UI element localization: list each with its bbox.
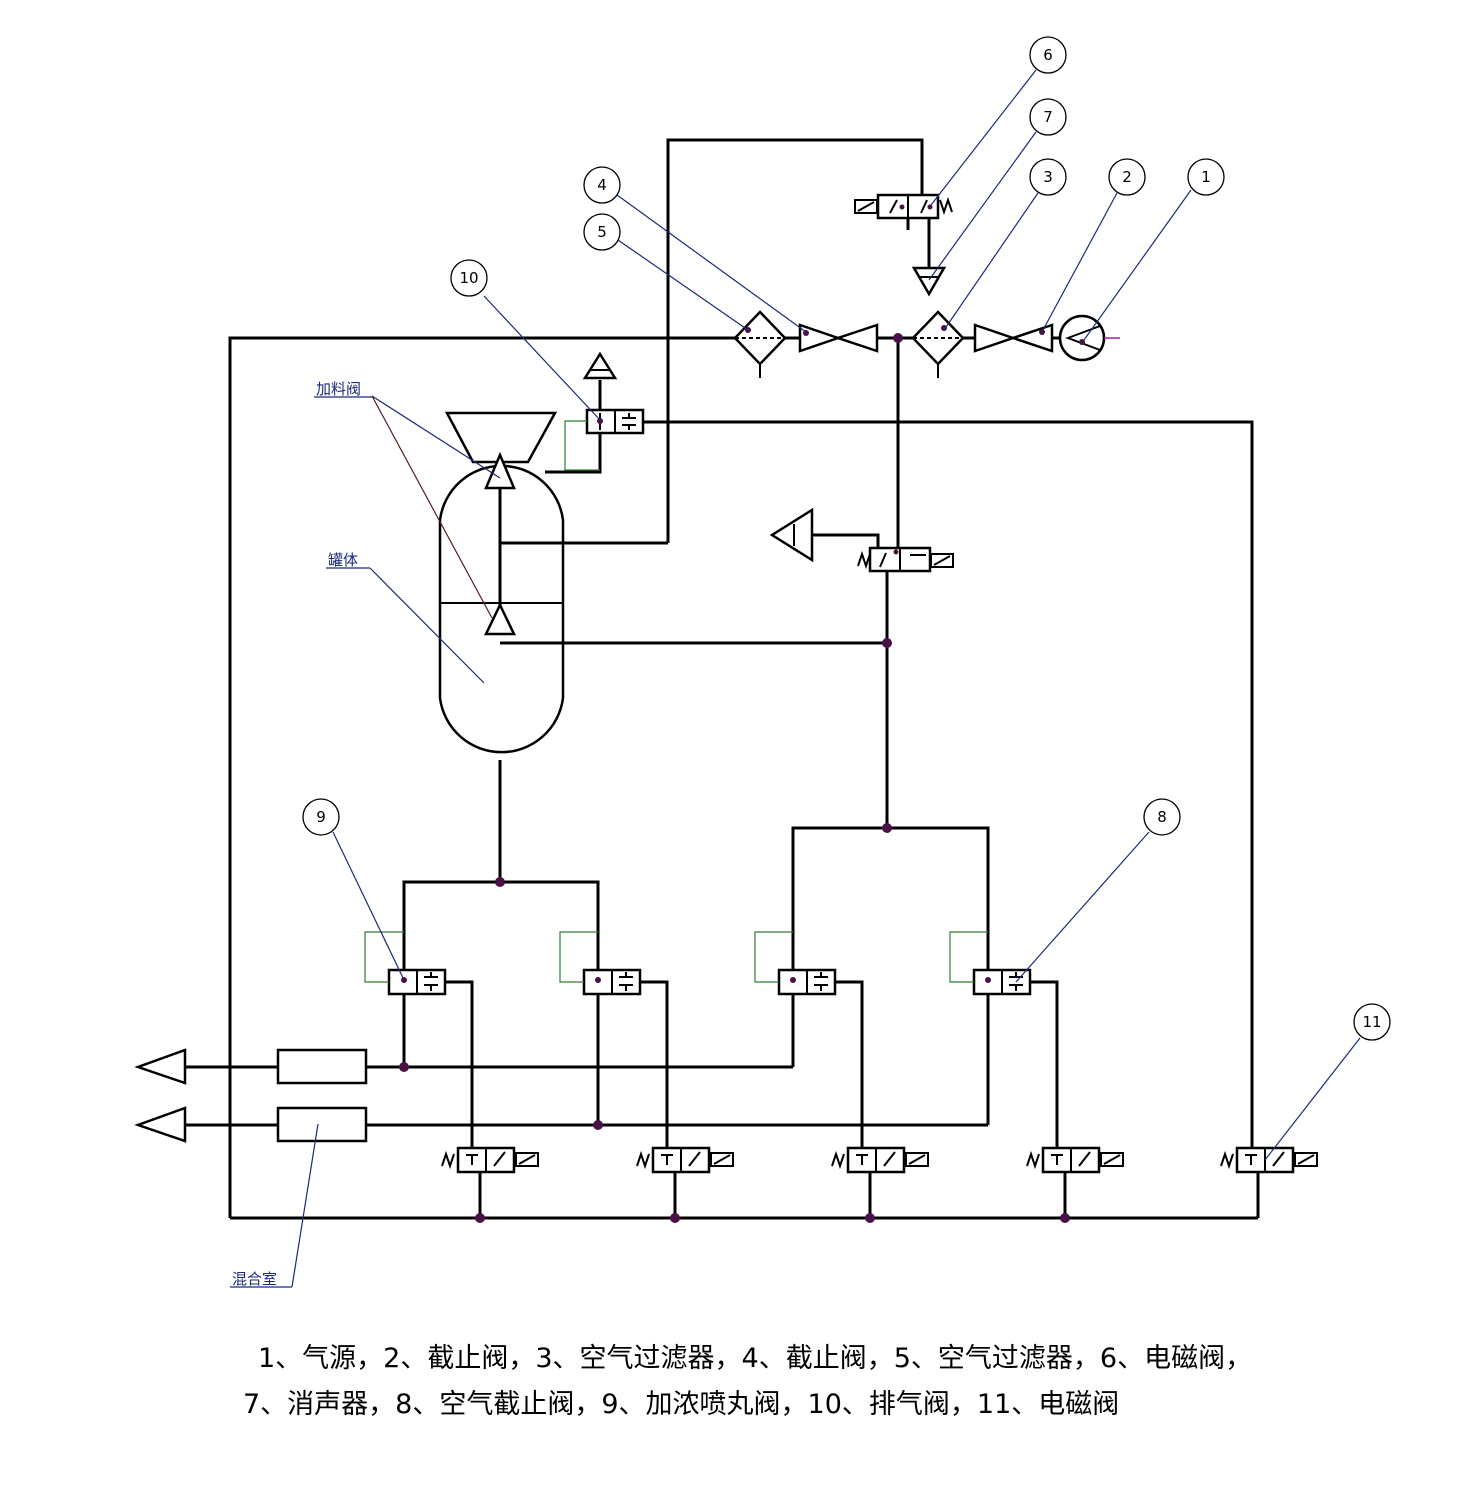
tag-7: 7	[1029, 98, 1067, 136]
svg-text:10: 10	[459, 269, 478, 287]
process-valve-b-symbol	[559, 931, 642, 996]
process-valve-9-symbol	[364, 931, 447, 996]
stop-valve-2-symbol	[973, 323, 1054, 353]
svg-text:2: 2	[1122, 168, 1132, 186]
stop-valve-4-symbol	[798, 323, 879, 353]
tag-6: 6	[1029, 36, 1067, 74]
tag-2: 2	[1108, 158, 1146, 196]
air-stop-valve-8-symbol	[949, 931, 1032, 996]
tag-5: 5	[583, 213, 621, 251]
svg-text:7: 7	[1043, 108, 1053, 126]
center-solenoid-valve-symbol	[769, 507, 954, 573]
muffler-7-symbol	[911, 266, 947, 297]
junction-nodes	[399, 333, 1070, 1223]
svg-text:1: 1	[1201, 168, 1211, 186]
solenoid-valve-6-symbol	[854, 193, 953, 220]
tag-10: 10	[450, 259, 488, 297]
bottom-solenoid-valve-a-symbol	[441, 1146, 539, 1174]
air-filter-5-symbol	[733, 310, 787, 378]
hopper-symbol	[444, 411, 558, 464]
tag-4: 4	[583, 166, 621, 204]
svg-text:8: 8	[1157, 808, 1167, 826]
tag-11: 11	[1353, 1003, 1391, 1041]
bottom-solenoid-valve-b-symbol	[636, 1146, 734, 1174]
tag-1: 1	[1187, 158, 1225, 196]
svg-text:11: 11	[1362, 1013, 1381, 1031]
air-filter-3-symbol	[911, 310, 965, 378]
svg-text:3: 3	[1043, 168, 1053, 186]
mixing-chamber-label: 混合室	[232, 1270, 277, 1288]
mixing-chamber-symbols	[134, 1048, 368, 1143]
tank-body-label: 罐体	[328, 551, 358, 569]
bottom-solenoid-valve-c-symbol	[831, 1146, 929, 1174]
tank-body-symbol	[438, 451, 565, 754]
feed-valve-label: 加料阀	[316, 380, 361, 398]
exhaust-valve-10-symbol	[564, 351, 645, 471]
leader-lines	[230, 69, 1361, 1288]
svg-text:4: 4	[597, 176, 607, 194]
svg-text:6: 6	[1043, 46, 1053, 64]
legend-line-2: 7、消声器，8、空气截止阀，9、加浓喷丸阀，10、排气阀，11、电磁阀	[243, 1389, 1119, 1420]
legend-line-1: 1、气源，2、截止阀，3、空气过滤器，4、截止阀，5、空气过滤器，6、电磁阀，	[258, 1343, 1252, 1374]
air-source-symbol	[1058, 314, 1120, 362]
svg-text:9: 9	[316, 808, 326, 826]
tag-8: 8	[1143, 798, 1181, 836]
tag-9: 9	[302, 798, 340, 836]
tag-3: 3	[1029, 158, 1067, 196]
solenoid-valve-11-symbol	[1220, 1146, 1318, 1174]
svg-text:5: 5	[597, 223, 607, 241]
bottom-solenoid-valve-d-symbol	[1026, 1146, 1124, 1174]
process-valve-c-symbol	[754, 931, 837, 996]
